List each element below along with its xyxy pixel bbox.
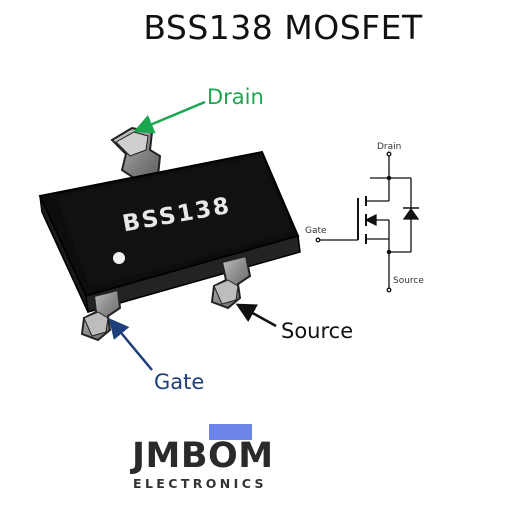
source-arrow [235,303,277,328]
brand-logo-name: JMBOM [132,436,274,476]
drain-lead [110,126,162,184]
source-label: Source [281,319,353,343]
mosfet-schematic [315,151,420,293]
drain-arrow [133,100,206,134]
gate-lead [80,288,122,342]
brand-logo-subtitle: ELECTRONICS [133,476,267,491]
schematic-gate-label: Gate [305,226,327,236]
schematic-source-label: Source [393,276,424,286]
schematic-drain-label: Drain [377,142,401,152]
gate-label: Gate [154,370,204,394]
drain-label: Drain [207,85,264,109]
brand-accent-bar [209,424,252,440]
sot23-package-body [38,150,301,313]
pin1-dot [113,252,125,264]
source-lead [210,254,252,310]
page-title: BSS138 MOSFET [143,8,423,47]
gate-arrow [108,318,153,371]
